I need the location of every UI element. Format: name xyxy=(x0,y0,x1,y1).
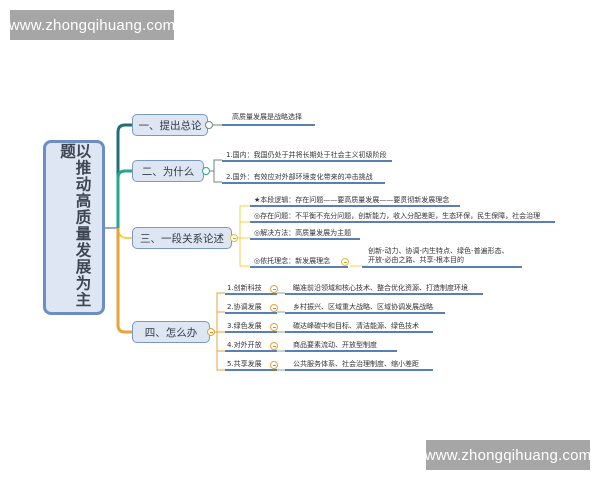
collapse-toggle-icon[interactable] xyxy=(230,234,238,242)
leaf-underline xyxy=(285,350,397,352)
collapse-toggle-icon[interactable] xyxy=(270,342,278,350)
collapse-toggle-icon[interactable] xyxy=(205,121,213,129)
leaf-why-2[interactable]: 2.国外：有效应对外部环境变化带来的冲击挑战 xyxy=(226,173,373,181)
leaf-relation-logic[interactable]: ★本段逻辑：存在问题——要高质量发展——要贯彻新发展理念 xyxy=(254,196,450,204)
leaf-how-5-detail[interactable]: 公共服务体系、社会治理制度、缩小差距 xyxy=(293,360,419,368)
leaf-underline xyxy=(225,312,277,314)
watermark-bottom: www.zhongqihuang.com xyxy=(425,440,591,470)
watermark-top: www.zhongqihuang.com xyxy=(9,10,175,40)
leaf-underline xyxy=(222,182,385,184)
leaf-underline xyxy=(285,312,445,314)
leaf-underline xyxy=(225,369,277,371)
branch-why[interactable]: 二、为什么 xyxy=(132,160,204,182)
leaf-relation-concept[interactable]: ◎依托理念：新发展理念 xyxy=(254,257,331,265)
collapse-toggle-icon[interactable] xyxy=(270,323,278,331)
leaf-underline xyxy=(250,238,360,240)
leaf-how-1[interactable]: 1.创新科技 xyxy=(227,284,262,292)
leaf-relation-problems[interactable]: ◎存在问题：不平衡不充分问题，创新能力，收入分配差距，生态环保，民生保障，社会治… xyxy=(254,212,541,220)
leaf-underline xyxy=(222,160,392,162)
collapse-toggle-icon[interactable] xyxy=(341,258,349,266)
leaf-how-3-detail[interactable]: 碳达峰碳中和目标、清洁能源、绿色技术 xyxy=(293,322,419,330)
leaf-underline xyxy=(362,266,522,268)
central-topic[interactable]: 以推动高质量发展为主题 xyxy=(43,140,105,315)
collapse-toggle-icon[interactable] xyxy=(207,328,215,336)
collapse-toggle-icon[interactable] xyxy=(202,167,210,175)
collapse-toggle-icon[interactable] xyxy=(270,285,278,293)
leaf-underline xyxy=(225,293,277,295)
branch-summary[interactable]: 一、提出总论 xyxy=(132,114,208,136)
branch-relation[interactable]: 三、一段关系论述 xyxy=(132,227,232,249)
leaf-underline xyxy=(222,124,315,126)
leaf-how-2[interactable]: 2.协调发展 xyxy=(227,303,262,311)
leaf-how-5[interactable]: 5.共享发展 xyxy=(227,360,262,368)
leaf-summary-1[interactable]: 高质量发展是战略选择 xyxy=(232,113,302,121)
leaf-concept-detail-1[interactable]: 创新-动力、协调-内生特点、绿色-普遍形态、 xyxy=(368,247,509,255)
collapse-toggle-icon[interactable] xyxy=(270,304,278,312)
leaf-underline xyxy=(250,205,460,207)
leaf-how-2-detail[interactable]: 乡村振兴、区域重大战略、区域协调发展战略 xyxy=(293,303,433,311)
leaf-how-3[interactable]: 3.绿色发展 xyxy=(227,322,262,330)
leaf-underline xyxy=(225,331,277,333)
leaf-concept-detail-2[interactable]: 开放-必由之路、共享-根本目的 xyxy=(368,256,465,264)
leaf-how-1-detail[interactable]: 瞄准前沿领域和核心技术、整合优化资源、打造制度环境 xyxy=(293,284,468,292)
leaf-underline xyxy=(250,266,348,268)
leaf-why-1[interactable]: 1.国内：我国仍处于并将长期处于社会主义初级阶段 xyxy=(226,151,387,159)
leaf-how-4-detail[interactable]: 商品要素流动、开放型制度 xyxy=(293,341,377,349)
leaf-underline xyxy=(225,350,277,352)
leaf-underline xyxy=(285,293,483,295)
leaf-underline xyxy=(285,331,433,333)
collapse-toggle-icon[interactable] xyxy=(270,361,278,369)
leaf-underline xyxy=(285,369,433,371)
leaf-underline xyxy=(250,221,555,223)
leaf-relation-solution[interactable]: ◎解决方法：高质量发展为主题 xyxy=(254,229,352,237)
branch-how[interactable]: 四、怎么办 xyxy=(132,321,210,343)
leaf-how-4[interactable]: 4.对外开放 xyxy=(227,341,262,349)
